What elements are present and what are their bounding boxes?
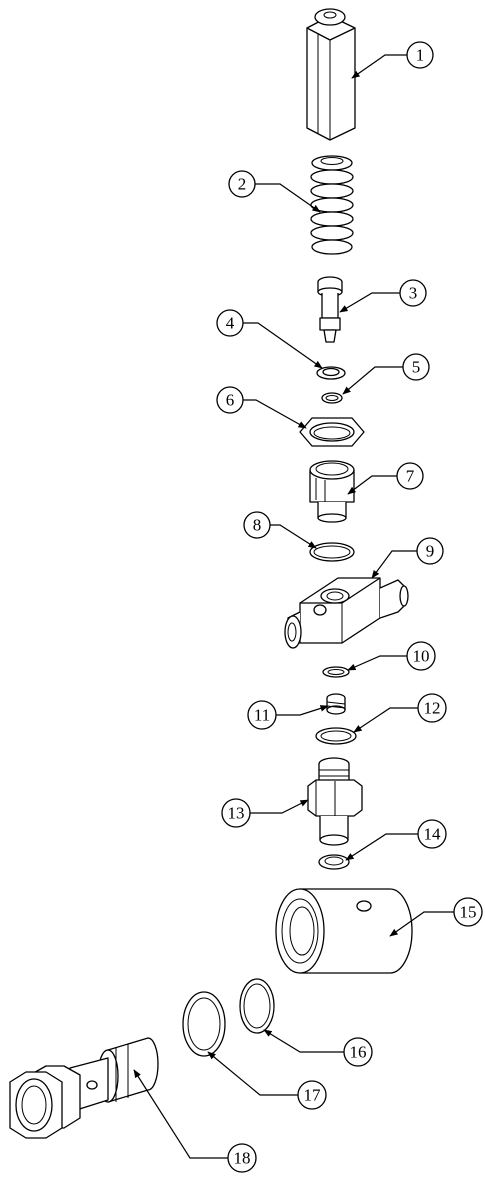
part-15-cylinder-block [275,888,413,974]
callout-10: 10 [347,641,436,671]
part-13-adapter [307,757,363,846]
callout-label-18: 18 [234,1149,251,1168]
callout-5: 5 [342,353,430,395]
callout-11: 11 [247,700,329,730]
callout-16: 16 [263,1029,373,1067]
callout-7: 7 [347,462,424,495]
callout-2: 2 [228,170,321,213]
callout-4: 4 [216,309,323,369]
callout-label-5: 5 [412,358,421,377]
part-3-valve-stem [317,276,343,343]
part-5-o-ring [321,392,343,404]
callout-label-17: 17 [304,1086,322,1105]
callout-3: 3 [339,279,427,313]
callout-label-11: 11 [254,706,270,725]
part-1-hex-cap [306,8,356,141]
part-4-seal [316,366,346,380]
part-11-check-spring [326,693,346,715]
part-10-o-ring [322,666,350,678]
part-17-ring [182,991,226,1057]
callout-label-14: 14 [424,825,442,844]
callout-15: 15 [389,897,483,937]
part-8-ring [309,542,355,562]
callout-17: 17 [207,1051,327,1110]
callout-13: 13 [221,798,309,828]
callout-8: 8 [243,511,317,549]
callout-label-1: 1 [416,46,425,65]
callout-label-16: 16 [350,1043,367,1062]
callout-12: 12 [353,693,447,733]
callout-9: 9 [371,537,444,579]
part-9-tee-body [284,577,409,649]
callout-label-8: 8 [253,516,262,535]
callout-label-15: 15 [460,903,477,922]
part-18-compression-fitting [9,1037,159,1139]
callout-label-6: 6 [226,391,235,410]
callout-14: 14 [345,819,447,861]
part-6-hex-washer [299,417,365,447]
callout-label-7: 7 [406,467,415,486]
callout-label-3: 3 [409,284,418,303]
callout-label-2: 2 [238,175,247,194]
callout-18: 18 [133,1069,257,1173]
callout-label-10: 10 [413,647,430,666]
part-16-ring [239,978,275,1034]
callout-label-13: 13 [228,804,245,823]
part-2-spring [310,155,354,255]
callout-label-9: 9 [426,542,435,561]
callout-1: 1 [351,41,434,79]
part-14-washer [318,854,350,870]
part-7-fitting [309,460,355,523]
part-12-o-ring [315,727,357,745]
callout-label-4: 4 [226,314,235,333]
callout-label-12: 12 [424,699,441,718]
callout-6: 6 [216,386,307,429]
